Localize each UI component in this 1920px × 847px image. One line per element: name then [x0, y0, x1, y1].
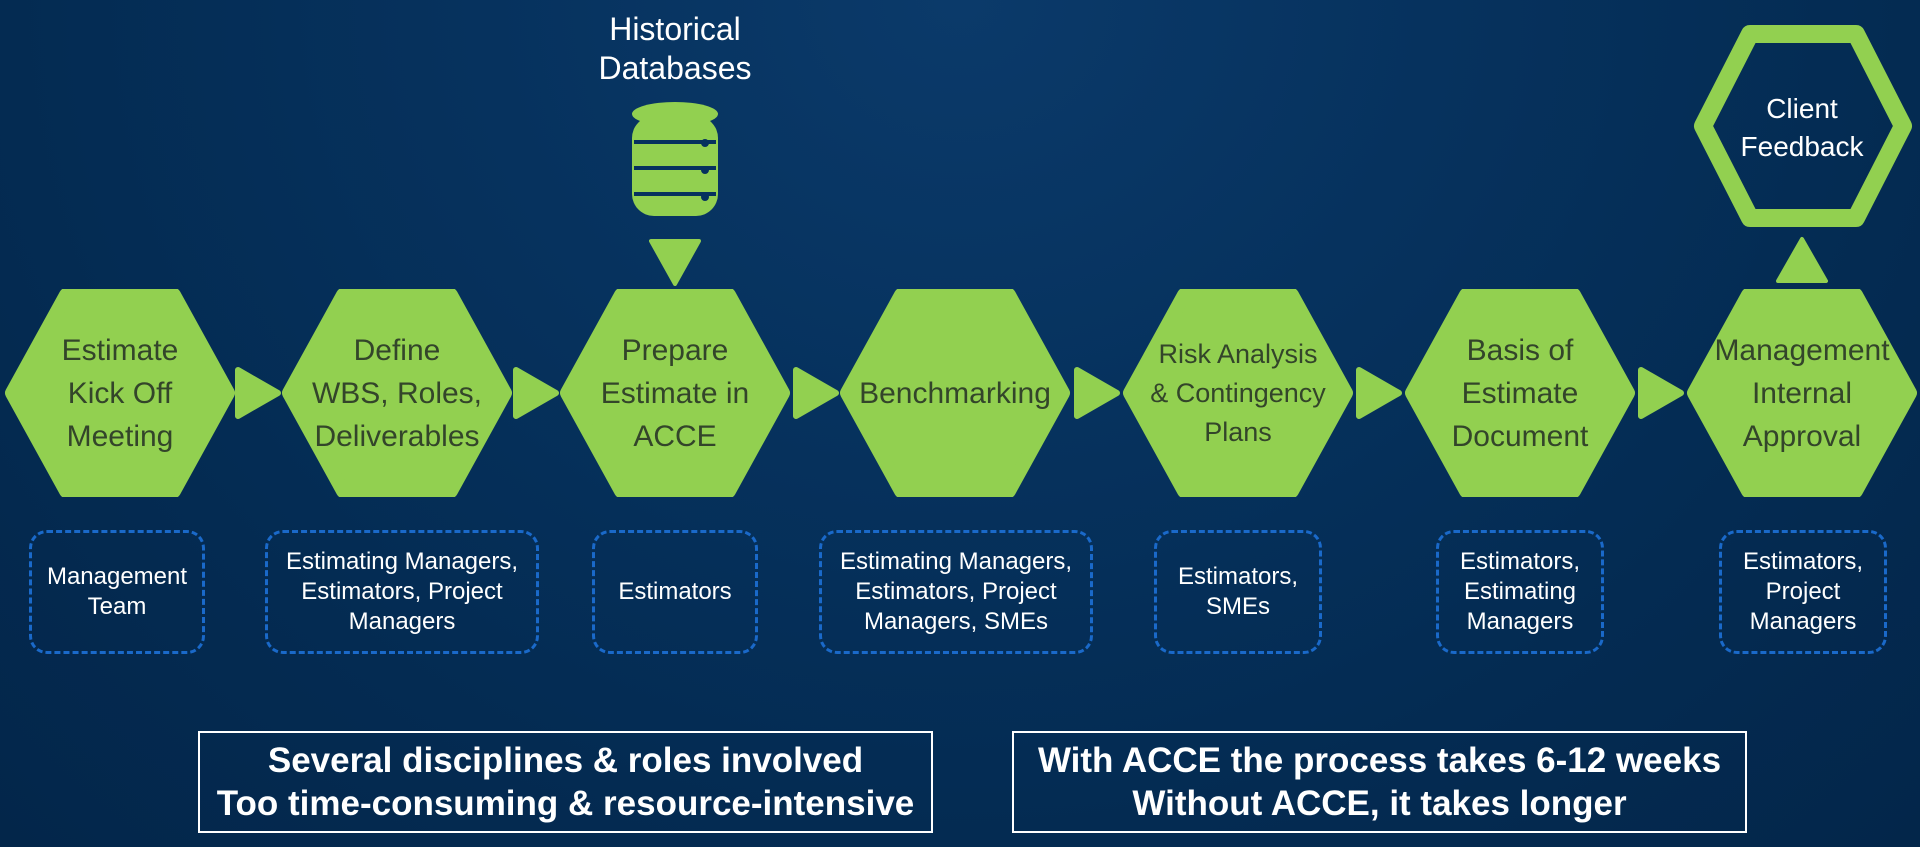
flow-arrow-icon — [1356, 367, 1402, 419]
flow-arrow-icon — [793, 367, 839, 419]
note-line: Without ACCE, it takes longer — [1132, 784, 1627, 823]
note-line: Several disciplines & roles involved — [267, 741, 864, 780]
note-line: Too time-consuming & resource-intensive — [216, 784, 915, 823]
client-feedback-label: Client Feedback — [1740, 93, 1864, 162]
step-hexagon: Management Internal Approval — [1686, 289, 1918, 497]
database-icon — [632, 102, 718, 216]
step-hexagon: Prepare Estimate in ACCE — [559, 289, 791, 497]
approval-up-arrow — [1776, 237, 1828, 283]
note-line: With ACCE the process takes 6-12 weeks — [1037, 741, 1722, 780]
step-hexagon: Risk Analysis & Contingency Plans — [1122, 289, 1354, 497]
step-label: Estimate Kick Off Meeting — [61, 333, 179, 453]
duration-summary-note: With ACCE the process takes 6-12 weeks W… — [1012, 731, 1747, 833]
step-roles-box: Estimators, Project Managers — [1719, 530, 1887, 654]
step-label: Basis of Estimate Document — [1451, 333, 1589, 453]
step-hexagon: Estimate Kick Off Meeting — [4, 289, 236, 497]
flow-arrow-icon — [513, 367, 559, 419]
step-roles-box: Estimating Managers, Estimators, Project… — [265, 530, 539, 654]
roles-summary-note: Several disciplines & roles involved Too… — [198, 731, 933, 833]
flow-arrow-icon — [1638, 367, 1684, 419]
step-hexagon: Benchmarking — [839, 289, 1071, 497]
step-label: Management Internal Approval — [1714, 333, 1890, 453]
step-roles-box: Estimators, Estimating Managers — [1436, 530, 1604, 654]
client-feedback-hexagon — [1694, 25, 1912, 227]
flow-arrow-icon — [235, 367, 281, 419]
step-roles-box: Management Team — [29, 530, 205, 654]
step-roles-box: Estimating Managers, Estimators, Project… — [819, 530, 1093, 654]
step-hexagon: Basis of Estimate Document — [1404, 289, 1636, 497]
step-roles-box: Estimators, SMEs — [1154, 530, 1322, 654]
step-hexagon: Define WBS, Roles, Deliverables — [281, 289, 513, 497]
flow-arrow-icon — [1074, 367, 1120, 419]
step-label: Benchmarking — [859, 376, 1051, 410]
historical-databases-label: Historical Databases — [598, 11, 752, 86]
step-label: Risk Analysis & Contingency Plans — [1150, 338, 1326, 447]
step-label: Prepare Estimate in ACCE — [600, 333, 750, 453]
step-roles-box: Estimators — [592, 530, 758, 654]
database-down-arrow — [649, 239, 701, 286]
step-label: Define WBS, Roles, Deliverables — [311, 333, 483, 453]
